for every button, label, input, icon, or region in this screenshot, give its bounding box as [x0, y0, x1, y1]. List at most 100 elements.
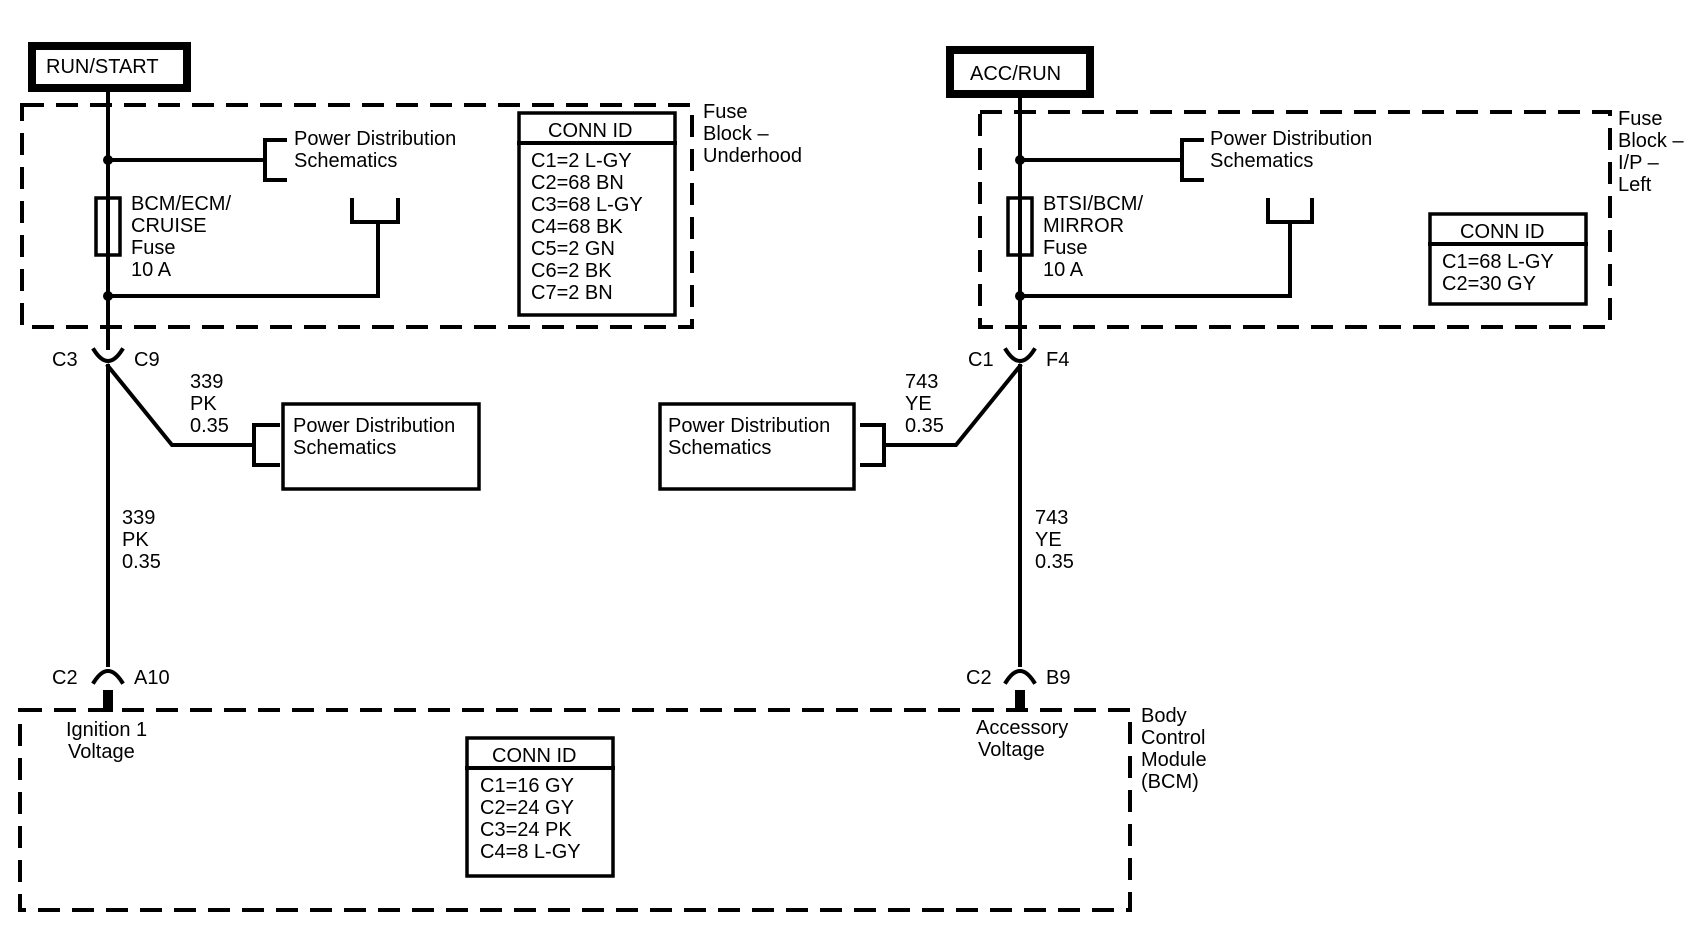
svg-text:Fuse: Fuse	[703, 101, 747, 123]
svg-text:Block –: Block –	[1618, 130, 1684, 152]
power-distribution-ref: Power Distribution Schematics	[293, 415, 455, 459]
wire-label-743-splice: 743 YE 0.35	[905, 371, 944, 437]
svg-text:A10: A10	[134, 667, 170, 689]
svg-text:CONN ID: CONN ID	[548, 120, 632, 142]
svg-text:Control: Control	[1141, 727, 1205, 749]
conn-id-underhood-text: CONN ID C1=2 L-GY C2=68 BN C3=68 L-GY C4…	[531, 120, 643, 304]
connector-label-c2-b9: C2 B9	[966, 667, 1070, 689]
svg-text:Left: Left	[1618, 174, 1652, 196]
svg-text:0.35: 0.35	[122, 551, 161, 573]
svg-text:CONN ID: CONN ID	[1460, 221, 1544, 243]
svg-text:RUN/START: RUN/START	[46, 56, 159, 78]
fuse-label-bcm-ecm-cruise: BCM/ECM/ CRUISE Fuse 10 A	[131, 193, 231, 281]
connector-c2-b9	[1003, 669, 1037, 712]
splice-dot	[103, 291, 113, 301]
svg-text:743: 743	[1035, 507, 1068, 529]
svg-text:Accessory: Accessory	[976, 717, 1068, 739]
run-start-label: RUN/START	[28, 42, 191, 92]
fuse-block-underhood-label: Fuse Block – Underhood	[703, 101, 802, 167]
acc-run-label: ACC/RUN	[946, 46, 1094, 98]
conn-id-table-ip	[1428, 212, 1588, 306]
svg-text:B9: B9	[1046, 667, 1070, 689]
svg-text:C1=2 L-GY: C1=2 L-GY	[531, 150, 632, 172]
svg-text:10 A: 10 A	[1043, 259, 1084, 281]
svg-text:C1=68 L-GY: C1=68 L-GY	[1442, 251, 1554, 273]
svg-text:0.35: 0.35	[1035, 551, 1074, 573]
svg-text:YE: YE	[905, 393, 932, 415]
svg-text:C3=68 L-GY: C3=68 L-GY	[531, 194, 643, 216]
svg-text:Schematics: Schematics	[668, 437, 771, 459]
svg-text:BTSI/BCM/: BTSI/BCM/	[1043, 193, 1143, 215]
wire-label-743-main: 743 YE 0.35	[1035, 507, 1074, 573]
svg-text:Schematics: Schematics	[294, 150, 397, 172]
fuse-symbol	[94, 196, 122, 257]
svg-text:CONN ID: CONN ID	[492, 745, 576, 767]
svg-text:C3: C3	[52, 349, 78, 371]
svg-text:Power Distribution: Power Distribution	[668, 415, 830, 437]
svg-text:Block –: Block –	[703, 123, 769, 145]
svg-text:CRUISE: CRUISE	[131, 215, 207, 237]
fuse-symbol	[1006, 196, 1034, 257]
svg-text:(BCM): (BCM)	[1141, 771, 1199, 793]
svg-text:C7=2 BN: C7=2 BN	[531, 282, 613, 304]
svg-text:Voltage: Voltage	[978, 739, 1045, 761]
splice-dot	[1015, 291, 1025, 301]
svg-text:C1: C1	[968, 349, 994, 371]
svg-text:0.35: 0.35	[190, 415, 229, 437]
connector-c3-c9	[91, 326, 125, 363]
svg-text:YE: YE	[1035, 529, 1062, 551]
svg-text:Schematics: Schematics	[1210, 150, 1313, 172]
svg-text:F4: F4	[1046, 349, 1069, 371]
svg-text:Fuse: Fuse	[131, 237, 175, 259]
svg-text:Power Distribution: Power Distribution	[293, 415, 455, 437]
fuse-block-ip-label: Fuse Block – I/P – Left	[1618, 108, 1684, 196]
svg-text:I/P –: I/P –	[1618, 152, 1660, 174]
bcm-outline	[18, 708, 1132, 912]
svg-text:C2=24 GY: C2=24 GY	[480, 797, 574, 819]
power-distribution-ref: Power Distribution Schematics	[668, 415, 830, 459]
svg-text:Body: Body	[1141, 705, 1187, 727]
connector-c2-a10	[91, 669, 125, 712]
power-distribution-ref: Power Distribution Schematics	[294, 128, 456, 172]
svg-text:Underhood: Underhood	[703, 145, 802, 167]
bcm-label: Body Control Module (BCM)	[1141, 705, 1207, 793]
svg-text:BCM/ECM/: BCM/ECM/	[131, 193, 231, 215]
svg-text:Fuse: Fuse	[1043, 237, 1087, 259]
wire-label-339-main: 339 PK 0.35	[122, 507, 161, 573]
conn-id-bcm-text: CONN ID C1=16 GY C2=24 GY C3=24 PK C4=8 …	[480, 745, 581, 863]
fuse-label-btsi-bcm-mirror: BTSI/BCM/ MIRROR Fuse 10 A	[1043, 193, 1143, 281]
splice-dot	[103, 155, 113, 165]
svg-text:PK: PK	[190, 393, 217, 415]
svg-text:C2=30 GY: C2=30 GY	[1442, 273, 1536, 295]
svg-text:ACC/RUN: ACC/RUN	[970, 63, 1061, 85]
svg-text:C1=16 GY: C1=16 GY	[480, 775, 574, 797]
svg-text:C2: C2	[52, 667, 78, 689]
svg-text:C5=2 GN: C5=2 GN	[531, 238, 615, 260]
svg-text:Voltage: Voltage	[68, 741, 135, 763]
svg-text:PK: PK	[122, 529, 149, 551]
connector-label-c2-a10: C2 A10	[52, 667, 170, 689]
power-distribution-ref: Power Distribution Schematics	[1210, 128, 1372, 172]
conn-id-table-underhood	[517, 111, 677, 317]
power-distribution-box-left	[281, 402, 481, 491]
connector-label-c3-c9: C3 C9	[52, 349, 160, 371]
svg-text:MIRROR: MIRROR	[1043, 215, 1124, 237]
svg-text:C4=68 BK: C4=68 BK	[531, 216, 623, 238]
svg-text:339: 339	[122, 507, 155, 529]
svg-text:Power Distribution: Power Distribution	[1210, 128, 1372, 150]
bcm-input-accessory-voltage: Accessory Voltage	[976, 717, 1068, 761]
svg-text:743: 743	[905, 371, 938, 393]
svg-text:C4=8 L-GY: C4=8 L-GY	[480, 841, 581, 863]
svg-text:C2=68 BN: C2=68 BN	[531, 172, 624, 194]
svg-text:C2: C2	[966, 667, 992, 689]
wire-label-339-splice: 339 PK 0.35	[190, 371, 229, 437]
svg-text:Power Distribution: Power Distribution	[294, 128, 456, 150]
conn-id-ip-text: CONN ID C1=68 L-GY C2=30 GY	[1442, 221, 1554, 295]
power-distribution-box-right	[658, 402, 856, 491]
bcm-input-ignition-1-voltage: Ignition 1 Voltage	[66, 719, 147, 763]
right-circuit-wires	[860, 92, 1314, 667]
splice-dot	[1015, 155, 1025, 165]
svg-text:Ignition 1: Ignition 1	[66, 719, 147, 741]
svg-text:10 A: 10 A	[131, 259, 172, 281]
